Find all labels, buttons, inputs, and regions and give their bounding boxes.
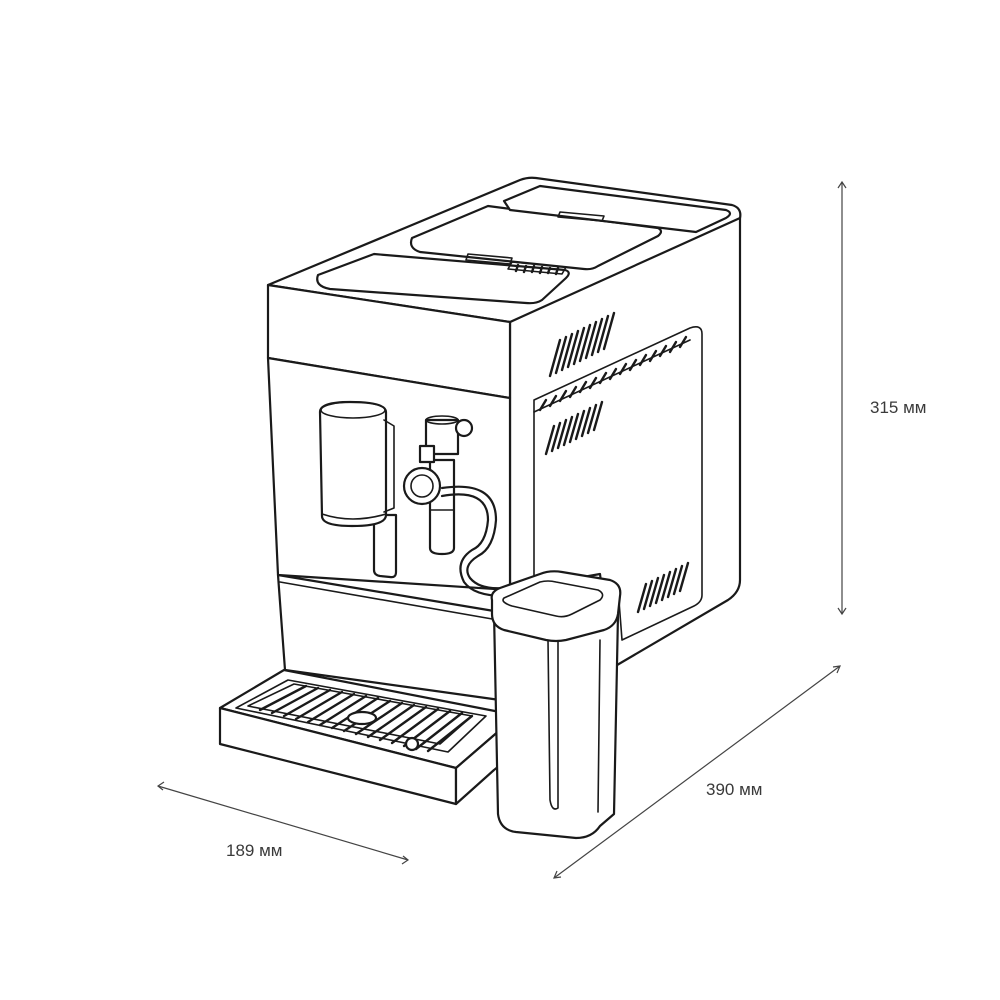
steam-wand	[402, 415, 506, 598]
drip-indicator	[404, 736, 420, 752]
width-dimension-label: 189 мм	[226, 841, 282, 860]
height-dimension-line	[837, 180, 847, 616]
side-inset-panel	[533, 326, 703, 641]
width-dimension-line	[156, 781, 410, 865]
drip-center-disc	[346, 710, 378, 726]
depth-dimension-label: 390 мм	[706, 780, 762, 799]
depth-dimension-line	[553, 665, 841, 879]
top-lids	[316, 184, 732, 305]
height-dimension-label: 315 мм	[870, 398, 926, 417]
drip-grate	[258, 684, 474, 753]
top-vent-grill	[507, 261, 567, 276]
water-tank-lid	[316, 252, 570, 305]
milk-container	[490, 570, 622, 840]
bean-hopper-lid	[409, 204, 663, 271]
milk-container-body	[492, 610, 620, 840]
coffee-dispenser	[318, 400, 398, 579]
back-lid	[502, 184, 732, 234]
side-vents	[533, 311, 703, 641]
